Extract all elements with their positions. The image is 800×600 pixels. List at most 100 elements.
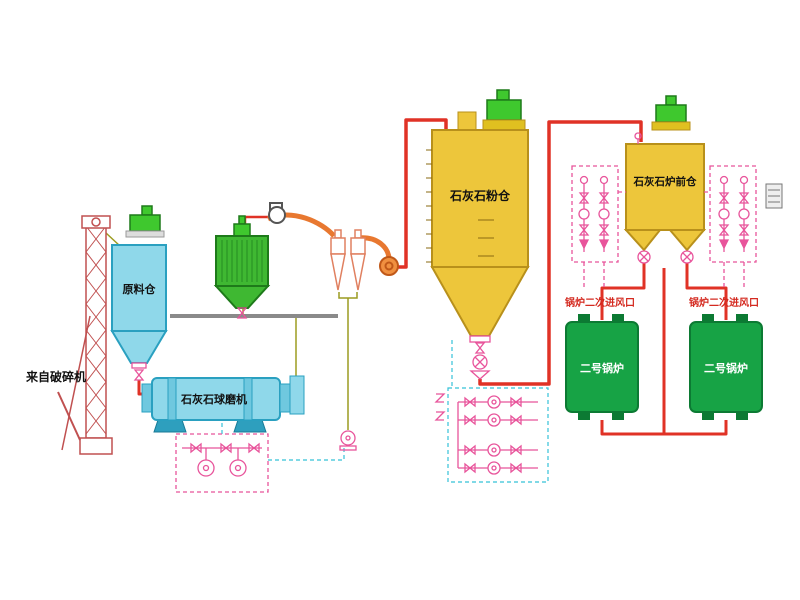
motor-base [651, 121, 691, 131]
compressor-icon [229, 459, 247, 477]
compressor-icon [197, 459, 215, 477]
boiler-right: 二号锅炉 [689, 314, 763, 420]
boiler-left: 二号锅炉 [565, 314, 639, 420]
valve-icon [718, 192, 730, 204]
front-silo-body [625, 143, 705, 231]
silo-motor-icon [129, 205, 161, 232]
conveying-fan-icon [379, 256, 399, 276]
mill-stand [233, 419, 267, 433]
valve-icon [718, 224, 730, 236]
pump-icon [738, 208, 750, 220]
pump-icon [718, 208, 730, 220]
boiler-right-label: 二号锅炉 [704, 361, 748, 375]
compressed-air-lines [221, 340, 549, 483]
boiler-left-label: 二号锅炉 [580, 361, 624, 375]
motor-base [125, 230, 165, 238]
valve-icon [510, 396, 522, 408]
instrument-trains [578, 175, 750, 252]
mill-discharge-end [279, 383, 291, 413]
gauge-icon [579, 175, 589, 185]
gauge-icon [739, 175, 749, 185]
boilers: 二号锅炉 二号锅炉 锅炉二次进风口 锅炉二次进风口 [565, 296, 763, 420]
flow-arrow-icon [718, 239, 730, 250]
valve-icon [190, 442, 202, 454]
valve-icon [464, 444, 476, 456]
boiler-body [689, 321, 763, 413]
secondary-air-inlet-label-right: 锅炉二次进风口 [689, 296, 759, 309]
transfer-lines [105, 232, 358, 430]
blower-icon [487, 413, 501, 427]
powder-silo-feeder-stack [469, 335, 491, 380]
orange-ducts [266, 212, 392, 259]
cyclone-cone [330, 253, 346, 291]
valve-icon [133, 369, 145, 381]
pump-icon [598, 208, 610, 220]
cyclone-cone [350, 253, 366, 291]
pneumatic-pipe-to-powder-silo [397, 118, 448, 269]
elevator-pulley-icon [91, 217, 101, 227]
valve-icon [510, 414, 522, 426]
powder-silo-body [431, 129, 529, 268]
valve-icon [464, 414, 476, 426]
blower-icon [487, 395, 501, 409]
cyclone-body [330, 237, 346, 255]
collector-motor-icon [233, 215, 251, 237]
blower-icon [487, 461, 501, 475]
mill-feed-end [141, 383, 153, 413]
mill-ring [243, 377, 253, 421]
collector-hopper [213, 285, 271, 309]
silo-top-fitting [457, 111, 477, 131]
valve-icon [598, 192, 610, 204]
top-blower-icon [268, 202, 286, 224]
boiler-body [565, 321, 639, 413]
valve-icon [236, 307, 248, 319]
mill-ring [167, 377, 177, 421]
pump-icon [578, 208, 590, 220]
elevator-brace [61, 315, 91, 451]
gauge-icon [719, 175, 729, 185]
cyclone-group [330, 229, 366, 291]
valve-icon [598, 224, 610, 236]
cyclone-body [350, 237, 366, 255]
powder-silo-label: 石灰石粉仓 [449, 188, 511, 203]
flow-arrow-icon [738, 239, 750, 250]
raw-material-silo: 原料仓 [110, 205, 168, 364]
instrument-box-right [704, 165, 757, 288]
bucket-elevator [57, 215, 113, 455]
mill-stand [153, 419, 187, 433]
raw-silo-valve-stack [131, 362, 147, 381]
powder-silo-motor-icon [486, 89, 522, 121]
feed-pipe-left-boiler [600, 263, 646, 320]
silo-body [111, 244, 167, 332]
front-silo-label: 石灰石炉前仓 [633, 175, 697, 188]
motor-base [482, 119, 526, 131]
front-silo-motor-icon [655, 95, 687, 123]
crusher-feed-chute [57, 391, 81, 441]
front-silo-cone-right [667, 229, 707, 252]
boiler-return-loop [600, 268, 728, 436]
gauge-icon [599, 175, 609, 185]
feed-pipe-right-boiler [685, 263, 728, 320]
blower-station-boundary [447, 387, 549, 483]
flow-arrow-icon [598, 239, 610, 250]
valve-icon [510, 444, 522, 456]
valve-icon [474, 342, 486, 354]
instrument-box-left [571, 165, 626, 288]
silo-cone [110, 330, 168, 364]
dust-collector [213, 215, 271, 309]
level-marks [478, 219, 494, 257]
raw-silo-label: 原料仓 [123, 282, 157, 296]
elevator-boot [79, 437, 113, 455]
ball-mill-label: 石灰石球磨机 [180, 392, 247, 406]
flex-connector-icon [434, 393, 446, 421]
flow-arrow-icon [578, 239, 590, 250]
furnace-front-silo: 石灰石炉前仓 [623, 95, 707, 252]
filter-bags [221, 240, 263, 282]
valve-icon [248, 442, 260, 454]
valve-icon [220, 442, 232, 454]
front-silo-cone-left [623, 229, 663, 252]
feeder-cone-icon [469, 370, 491, 380]
valve-icon [578, 224, 590, 236]
valve-icon [464, 462, 476, 474]
